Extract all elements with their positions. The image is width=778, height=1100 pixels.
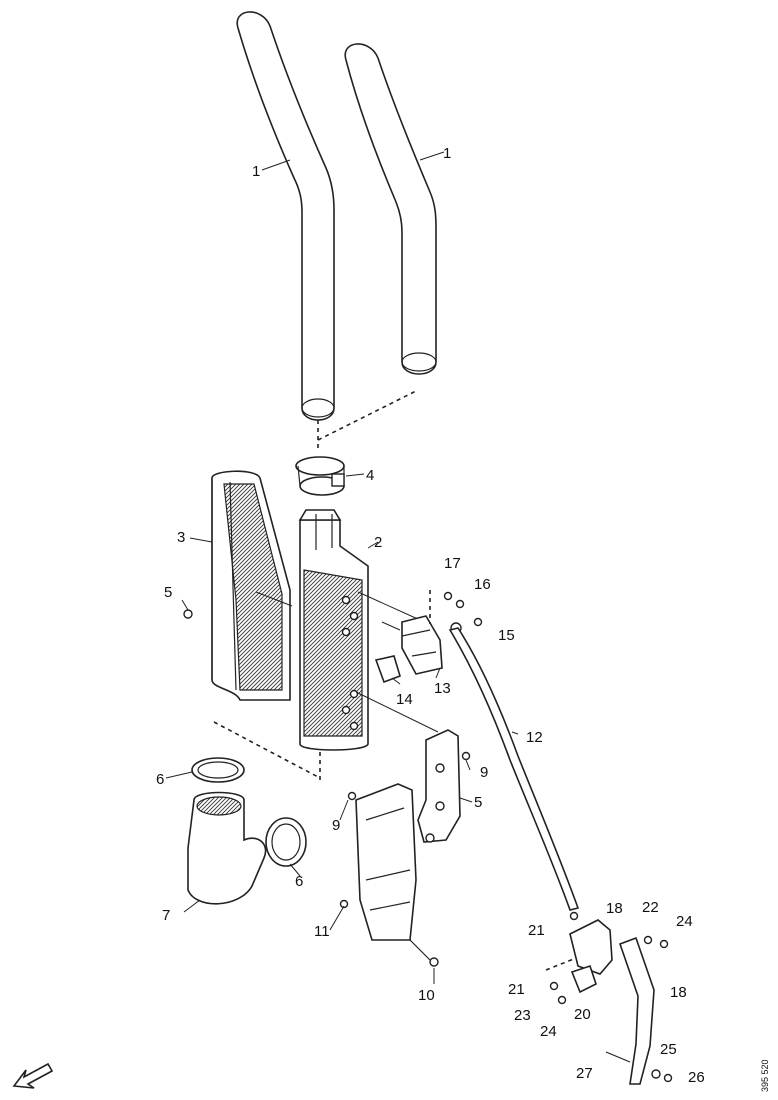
callout-25: 25 (660, 1041, 677, 1058)
callout-1b: 1 (443, 145, 451, 162)
muffler (298, 509, 369, 751)
callout-2: 2 (374, 534, 382, 551)
hanger-bracket (569, 919, 613, 975)
lower-bracket (417, 729, 471, 843)
callout-24b: 24 (540, 1023, 557, 1040)
callout-16: 16 (474, 576, 491, 593)
front-arrow-icon (12, 1062, 54, 1089)
callout-18b: 18 (670, 984, 687, 1001)
bracket-clip (374, 655, 401, 684)
clamp-ring-side (265, 817, 307, 867)
callout-5a: 5 (164, 584, 172, 601)
inlet-elbow (187, 791, 267, 905)
callout-11: 11 (314, 923, 330, 940)
callout-9a: 9 (480, 764, 488, 781)
callout-20: 20 (574, 1006, 591, 1023)
callout-1a: 1 (252, 163, 260, 180)
hanger-alignment-line (545, 957, 577, 971)
hanger-arm (618, 936, 655, 1085)
callout-17: 17 (444, 555, 461, 572)
callout-26: 26 (688, 1069, 705, 1086)
bolt-5-left (183, 609, 193, 619)
support-rod (448, 627, 580, 911)
tail-pipe-left (236, 11, 335, 421)
hanger-fasteners (549, 911, 673, 1083)
callout-21a: 21 (528, 922, 545, 939)
callout-18a: 18 (606, 900, 623, 917)
callout-13: 13 (434, 680, 451, 697)
callout-5b: 5 (474, 794, 482, 811)
bolt-10 (409, 939, 439, 967)
callout-22: 22 (642, 899, 659, 916)
upper-bracket (401, 615, 443, 675)
muffler-alignment-line (213, 721, 321, 782)
callout-24a: 24 (676, 913, 693, 930)
callout-21b: 21 (508, 981, 525, 998)
callout-labels: 1 1 2 3 4 5 5 6 6 7 9 9 10 11 12 13 14 1… (156, 145, 705, 1086)
mounting-plate (339, 783, 417, 941)
clamp-ring-upper (191, 757, 245, 783)
callout-27: 27 (576, 1065, 593, 1082)
upper-fasteners (443, 591, 483, 634)
muffler-studs (341, 595, 359, 731)
drawing-code: 395 520 (760, 1059, 770, 1092)
leader-lines (165, 151, 519, 984)
hanger-block (570, 964, 597, 994)
callout-6b: 6 (295, 873, 303, 890)
callout-6a: 6 (156, 771, 164, 788)
callout-7: 7 (162, 907, 170, 924)
callout-15: 15 (498, 627, 515, 644)
callout-12: 12 (526, 729, 543, 746)
tail-pipe-right (344, 43, 437, 375)
callout-23: 23 (514, 1007, 531, 1024)
callout-10: 10 (418, 987, 435, 1004)
pipe-clamp (295, 456, 345, 496)
callout-4: 4 (366, 467, 374, 484)
heat-shield (211, 470, 291, 701)
callout-14: 14 (396, 691, 413, 708)
callout-9b: 9 (332, 817, 340, 834)
pipe-alignment-line (317, 389, 419, 452)
callout-3: 3 (177, 529, 185, 546)
